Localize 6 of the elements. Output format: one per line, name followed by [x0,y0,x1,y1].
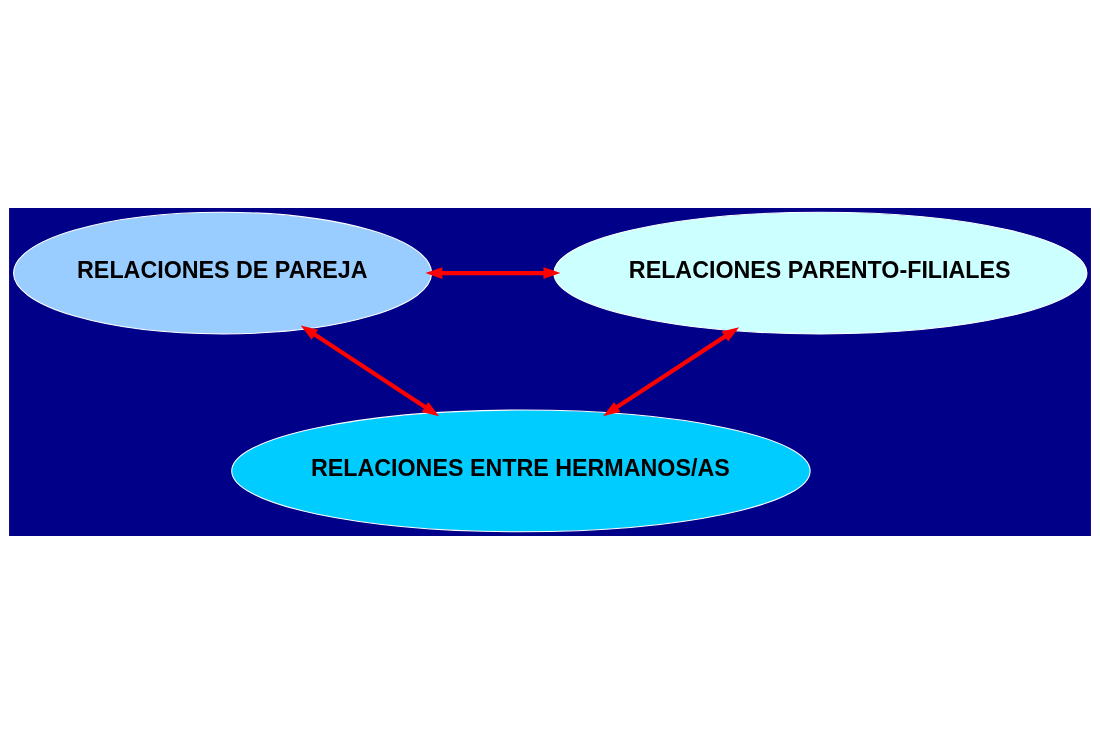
arrow [300,325,440,417]
node-ellipse: RELACIONES ENTRE HERMANOS/AS [231,409,811,533]
arrow [425,267,561,279]
arrow [603,327,740,417]
node-ellipse: RELACIONES PARENTO-FILIALES [553,211,1088,335]
node-ellipse: RELACIONES DE PAREJA [13,211,433,335]
